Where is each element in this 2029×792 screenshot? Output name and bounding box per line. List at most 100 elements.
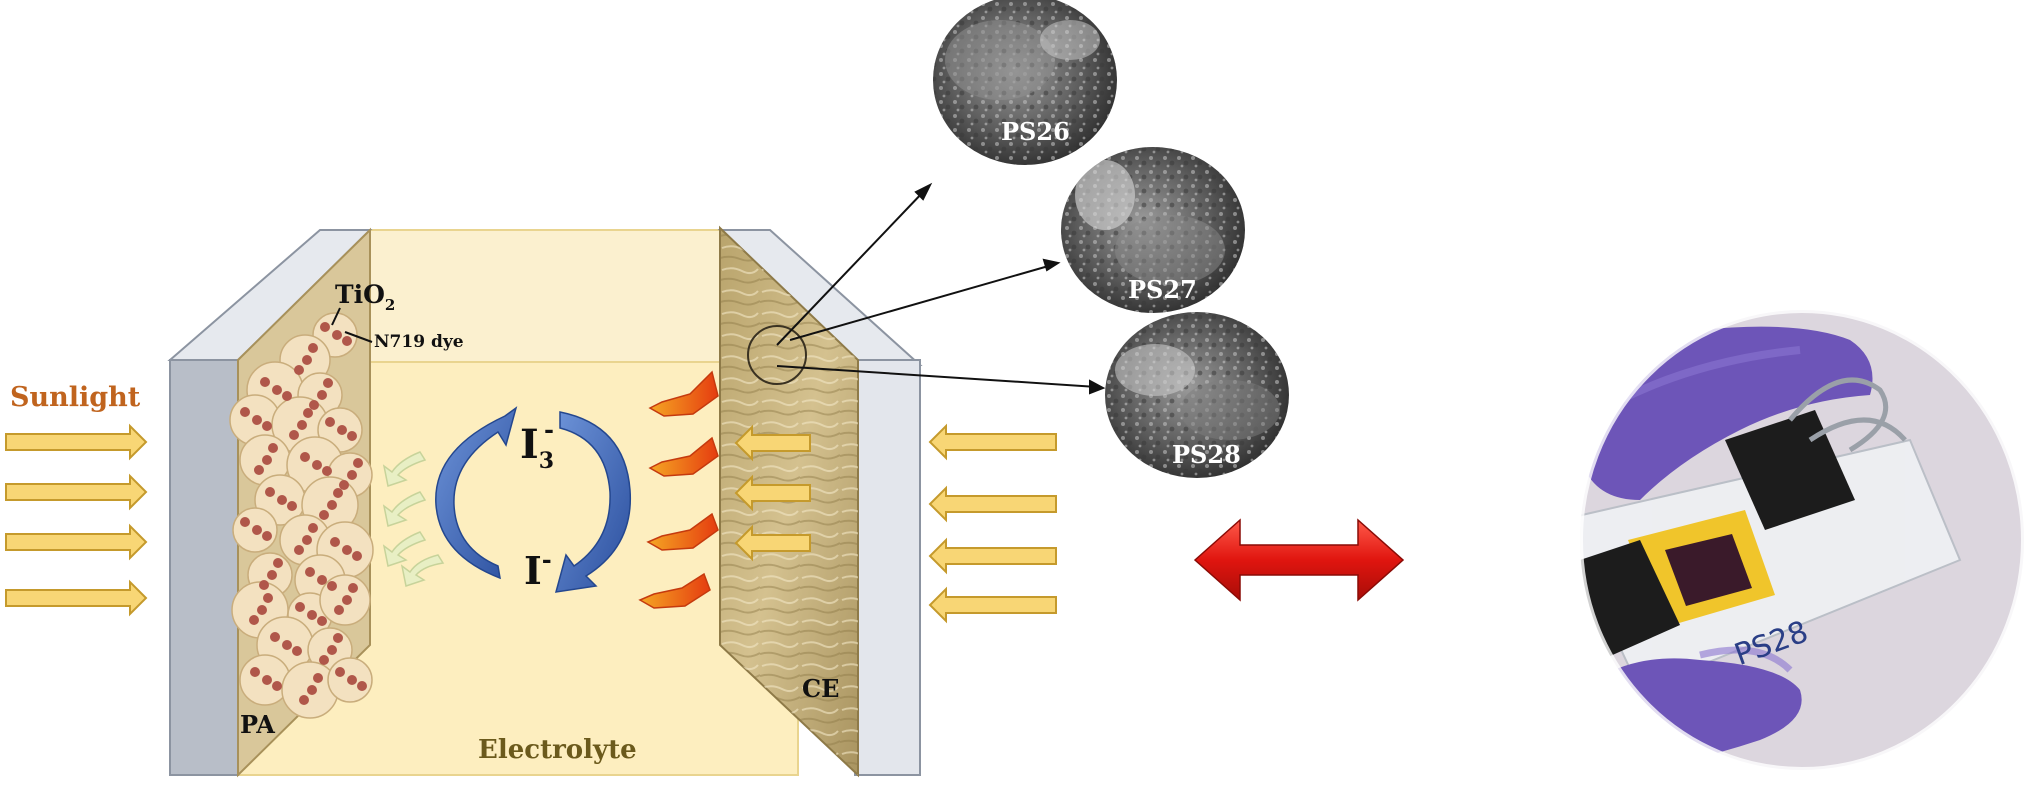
dye-dot bbox=[327, 500, 337, 510]
dye-dot bbox=[262, 421, 272, 431]
sunlight-arrows-left bbox=[5, 423, 148, 617]
dye-dot bbox=[263, 593, 273, 603]
dye-dot bbox=[265, 487, 275, 497]
tio2-subscript: 2 bbox=[385, 296, 395, 314]
dye-dot bbox=[282, 640, 292, 650]
dye-label: N719 dye bbox=[374, 332, 464, 352]
pa-label: PA bbox=[240, 710, 275, 739]
dye-dot bbox=[252, 525, 262, 535]
dye-dot bbox=[327, 645, 337, 655]
ce-zoom-circle bbox=[747, 325, 807, 385]
dye-dot bbox=[297, 420, 307, 430]
dye-dot bbox=[342, 545, 352, 555]
dye-dot bbox=[270, 632, 280, 642]
dye-dot bbox=[277, 495, 287, 505]
dye-dot bbox=[322, 466, 332, 476]
dye-dot bbox=[347, 431, 357, 441]
dye-dot bbox=[319, 510, 329, 520]
dye-dot bbox=[302, 535, 312, 545]
dye-dot bbox=[287, 501, 297, 511]
dye-dot bbox=[323, 378, 333, 388]
tio2-particles bbox=[229, 312, 374, 719]
dye-dot bbox=[257, 605, 267, 615]
dye-dot bbox=[313, 673, 323, 683]
sun-arrow bbox=[5, 423, 148, 461]
dye-dot bbox=[320, 322, 330, 332]
sem-image-ps28: PS28 bbox=[1105, 312, 1289, 478]
triiodide-subscript: 3 bbox=[539, 448, 554, 474]
sem-label: PS27 bbox=[1128, 275, 1197, 304]
dye-dot bbox=[252, 415, 262, 425]
dye-dot bbox=[295, 602, 305, 612]
dye-leader bbox=[344, 331, 373, 343]
dye-dot bbox=[308, 523, 318, 533]
dye-dot bbox=[268, 443, 278, 453]
iodide-superscript: - bbox=[542, 545, 552, 574]
dye-dot bbox=[317, 616, 327, 626]
sun-arrow bbox=[5, 523, 148, 561]
device-photo: PS28 bbox=[1577, 307, 2027, 773]
sun-arrow bbox=[734, 474, 811, 512]
dye-dot bbox=[300, 452, 310, 462]
dye-dot bbox=[335, 667, 345, 677]
ce-label: CE bbox=[802, 674, 839, 703]
dye-dot bbox=[337, 425, 347, 435]
sun-arrow bbox=[928, 537, 1057, 575]
dye-dot bbox=[342, 595, 352, 605]
dye-dot bbox=[259, 580, 269, 590]
dye-dot bbox=[250, 667, 260, 677]
redox-cycle bbox=[435, 406, 632, 593]
triiodide-superscript: - bbox=[544, 415, 554, 444]
dye-dot bbox=[302, 355, 312, 365]
dye-dot bbox=[312, 460, 322, 470]
redox-arrow-right bbox=[554, 411, 632, 593]
dye-dot bbox=[348, 583, 358, 593]
dye-dot bbox=[317, 390, 327, 400]
sun-arrow bbox=[734, 524, 811, 562]
dye-dot bbox=[273, 558, 283, 568]
tio2-main: TiO bbox=[335, 280, 385, 309]
dye-dot bbox=[334, 605, 344, 615]
dye-dot bbox=[319, 655, 329, 665]
dye-dot bbox=[357, 681, 367, 691]
dye-dot bbox=[294, 365, 304, 375]
iodide-label: I- bbox=[524, 545, 552, 593]
dye-dot bbox=[267, 570, 277, 580]
sem-image-ps27: PS27 bbox=[1061, 147, 1245, 313]
dye-dot bbox=[299, 695, 309, 705]
dye-dot bbox=[352, 551, 362, 561]
sunlight-label: Sunlight bbox=[10, 382, 141, 413]
dye-dot bbox=[272, 385, 282, 395]
dye-dot bbox=[353, 458, 363, 468]
inner-sun-arrows bbox=[734, 424, 811, 562]
tio2-label: TiO2 bbox=[335, 280, 395, 314]
dye-dot bbox=[240, 407, 250, 417]
dye-dot bbox=[327, 581, 337, 591]
sun-arrow bbox=[928, 586, 1057, 624]
dye-dot bbox=[317, 575, 327, 585]
sem-image-ps26: PS26 bbox=[933, 0, 1117, 165]
sem-pointer-lines bbox=[776, 182, 1106, 395]
dye-dot bbox=[309, 400, 319, 410]
sun-arrow bbox=[5, 473, 148, 511]
dye-dot bbox=[282, 391, 292, 401]
dye-dot bbox=[260, 377, 270, 387]
dye-dot bbox=[254, 465, 264, 475]
electrolyte-label: Electrolyte bbox=[478, 735, 637, 765]
dye-dot bbox=[333, 633, 343, 643]
dye-dot bbox=[347, 675, 357, 685]
dye-dot bbox=[240, 517, 250, 527]
dye-dot bbox=[325, 417, 335, 427]
dye-dot bbox=[303, 408, 313, 418]
double-arrow bbox=[1193, 518, 1405, 602]
dye-dot bbox=[262, 531, 272, 541]
iodide-main: I bbox=[524, 548, 542, 593]
dye-dot bbox=[333, 488, 343, 498]
dye-dot bbox=[307, 685, 317, 695]
sun-arrow bbox=[928, 423, 1057, 461]
dye-dot bbox=[272, 681, 282, 691]
injection-arrows bbox=[382, 451, 445, 587]
dye-dot bbox=[339, 480, 349, 490]
sem-label: PS26 bbox=[1001, 117, 1070, 146]
